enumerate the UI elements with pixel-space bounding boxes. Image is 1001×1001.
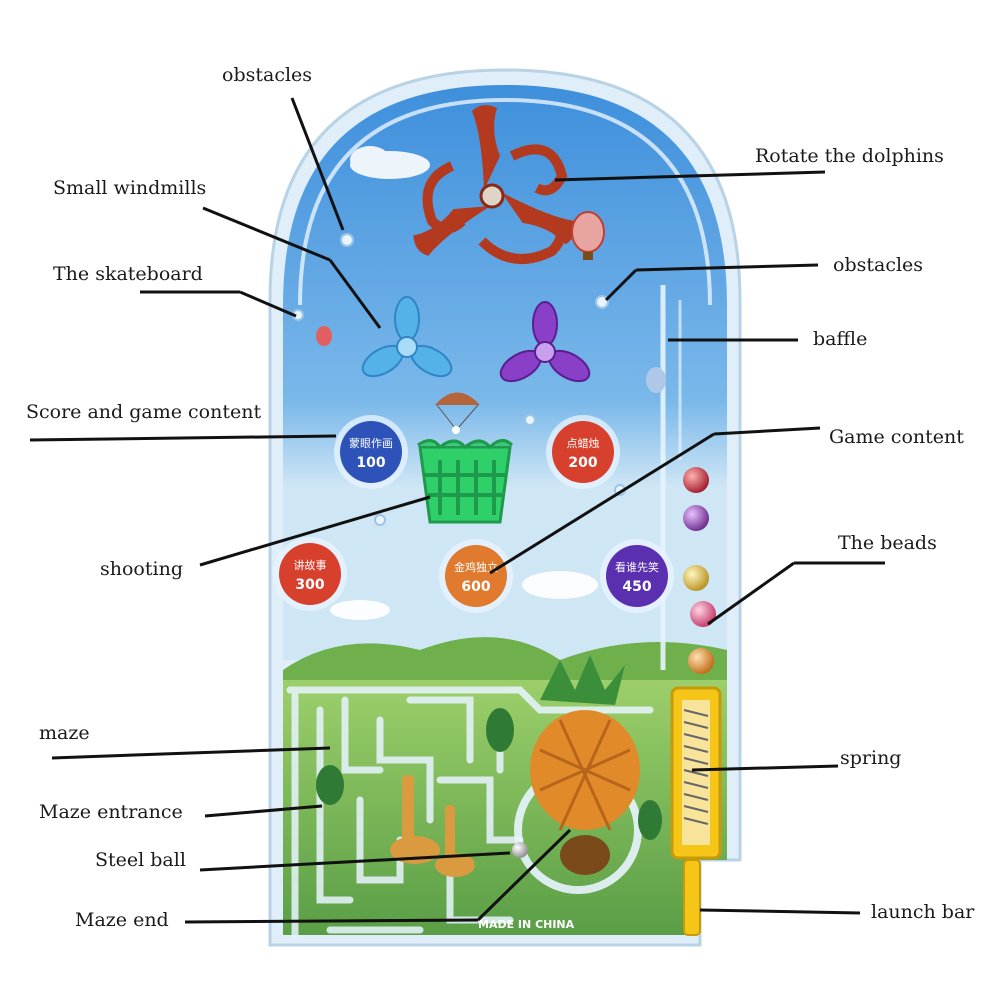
score-balloon-caption: 讲故事 (294, 558, 327, 572)
label-maze: maze (39, 722, 90, 744)
score-balloons: 蒙眼作画 100 点蜡烛 200 讲故事 300 金鸡独立 600 看谁先笑 450 (273, 415, 674, 613)
score-balloon: 蒙眼作画 100 (334, 415, 408, 489)
callout-lines (29, 97, 885, 924)
steel-ball (512, 842, 528, 858)
score-balloon-caption: 金鸡独立 (454, 560, 498, 574)
score-balloon: 看谁先笑 450 (600, 539, 674, 613)
label-maze-end: Maze end (75, 909, 169, 931)
label-shooting: shooting (100, 558, 183, 580)
windmill-right (499, 301, 591, 383)
label-game-content: Game content (829, 426, 964, 448)
score-balloon-value: 200 (568, 455, 597, 471)
launcher (670, 686, 722, 936)
label-spring: spring (840, 747, 902, 769)
made-in-china-stamp: MADE IN CHINA (478, 918, 575, 931)
trees (316, 708, 662, 840)
score-balloon-value: 600 (461, 579, 490, 595)
label-skateboard: The skateboard (53, 263, 203, 285)
score-balloon: 金鸡独立 600 (439, 539, 513, 613)
pineapple-house (530, 655, 640, 875)
score-balloon-caption: 蒙眼作画 (349, 437, 393, 450)
score-balloon: 讲故事 300 (273, 537, 347, 611)
label-score-game-content: Score and game content (26, 401, 262, 423)
score-balloon-value: 100 (356, 455, 385, 471)
score-balloon-value: 300 (295, 577, 324, 593)
label-steel-ball: Steel ball (95, 849, 186, 871)
windmill-left (361, 296, 453, 378)
score-balloon-caption: 看谁先笑 (615, 560, 659, 574)
score-balloon-caption: 点蜡烛 (567, 437, 600, 450)
spring-coil (683, 709, 709, 825)
label-obstacles-top: obstacles (222, 64, 313, 86)
launch-bar (683, 859, 701, 936)
rotating-dolphins (413, 105, 577, 264)
label-launch-bar: launch bar (871, 901, 975, 923)
score-balloon: 点蜡烛 200 (546, 415, 620, 489)
label-rotate-dolphins: Rotate the dolphins (755, 145, 944, 167)
label-the-beads: The beads (838, 532, 937, 554)
hot-air-balloons (316, 211, 666, 393)
shooting-basket (417, 439, 514, 524)
beads (683, 467, 716, 674)
label-baffle: baffle (813, 328, 868, 350)
label-small-windmills: Small windmills (53, 177, 207, 199)
label-obstacles-right: obstacles (833, 254, 924, 276)
clouds (330, 146, 598, 620)
score-balloon-value: 450 (622, 579, 651, 595)
parachute (435, 392, 480, 434)
top-rail (298, 97, 712, 306)
label-maze-entrance: Maze entrance (39, 801, 183, 823)
